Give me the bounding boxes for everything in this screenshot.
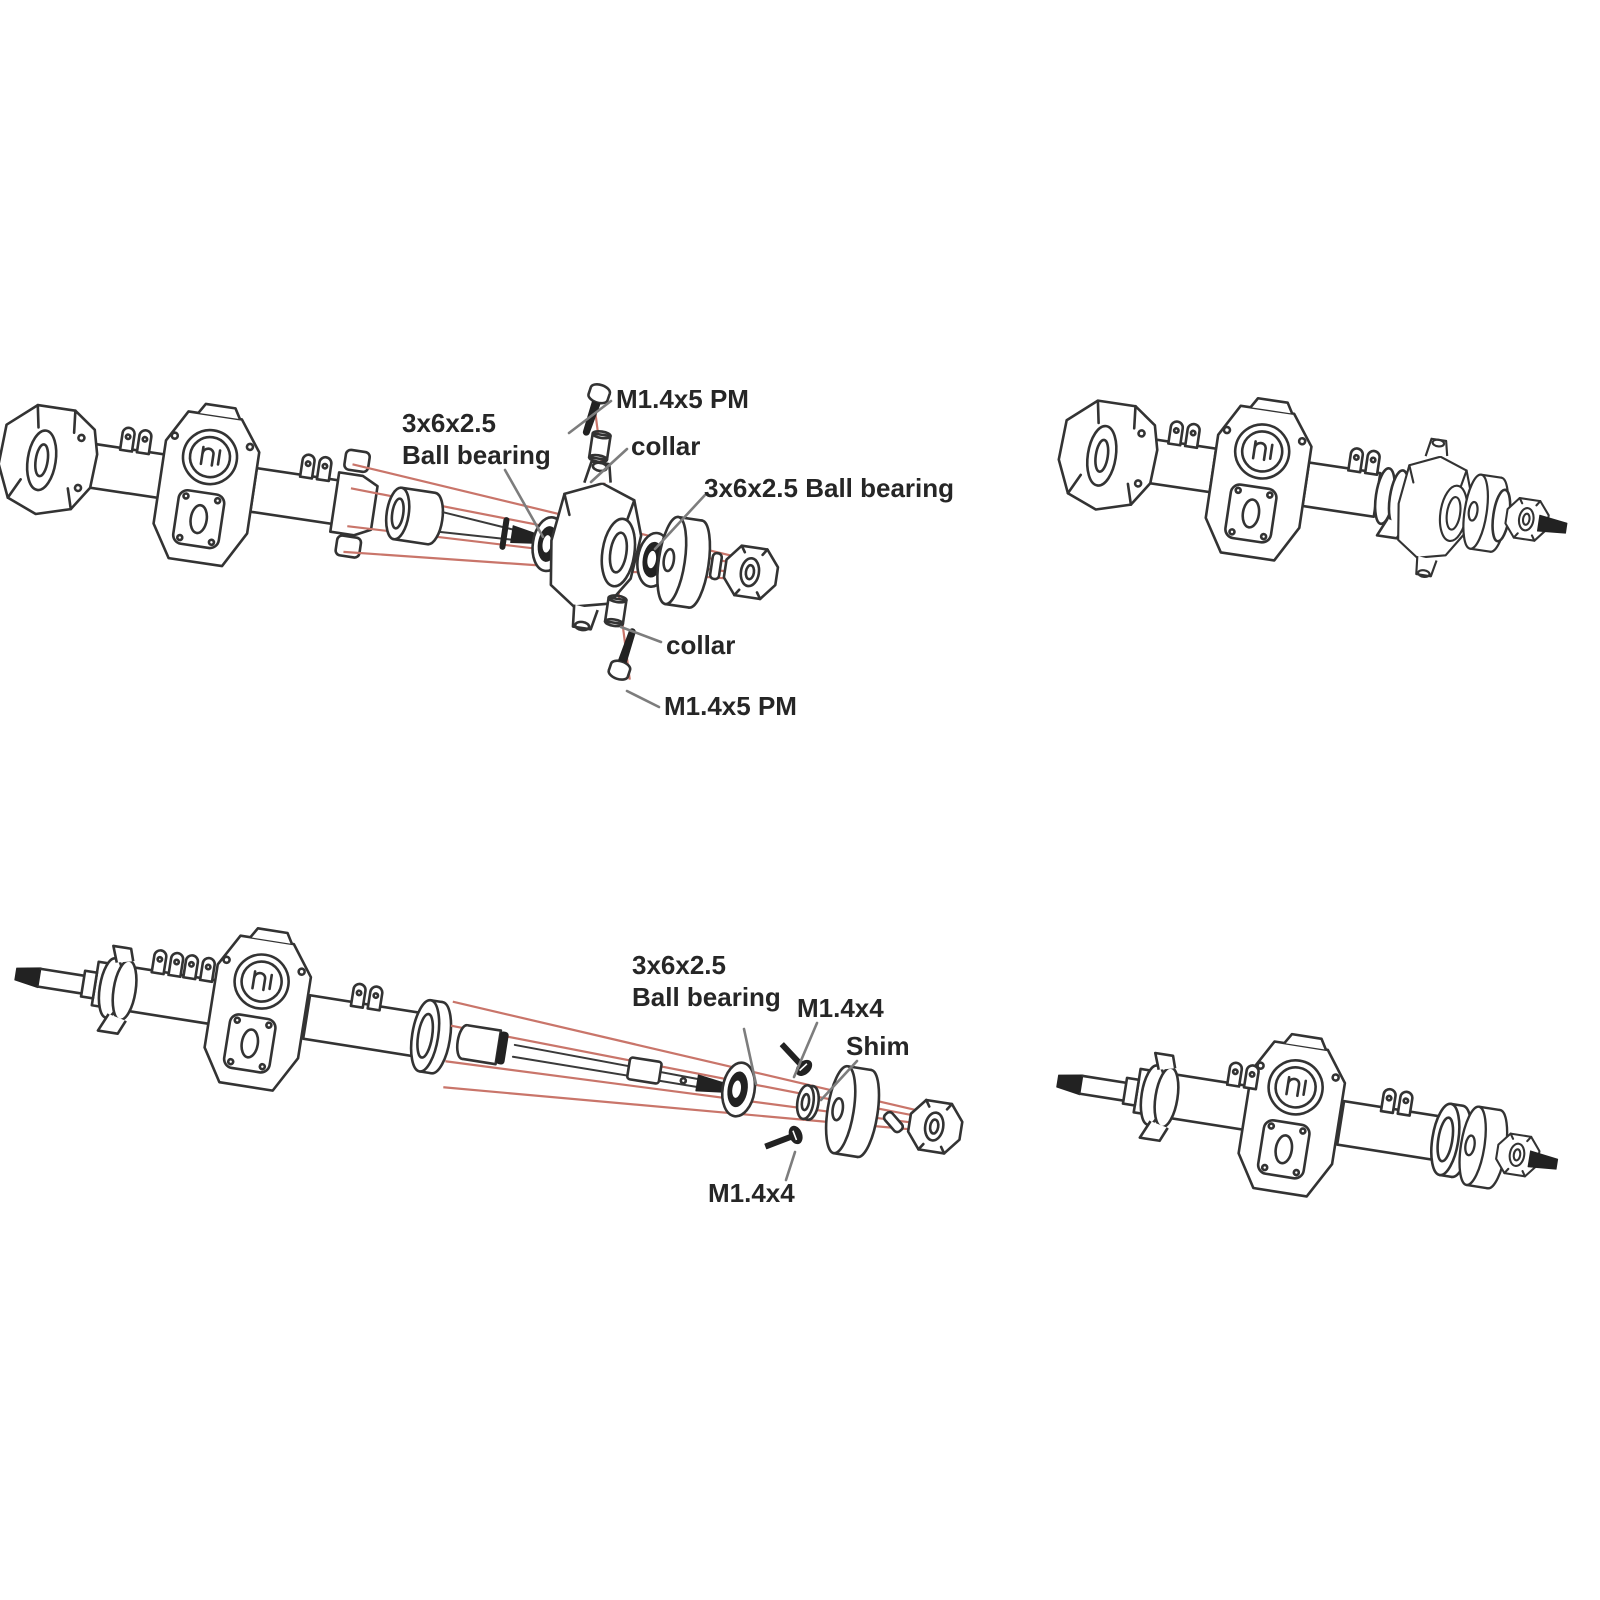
link-mount bbox=[1379, 1087, 1415, 1117]
diff-housing bbox=[147, 397, 267, 571]
tube-flange bbox=[405, 996, 457, 1077]
leader-lines bbox=[503, 399, 859, 1182]
figure-front-axle-assembled bbox=[1050, 391, 1568, 584]
label-front-screw-top: M1.4x5 PM bbox=[616, 384, 749, 414]
axle-tube bbox=[301, 993, 428, 1059]
link-mount bbox=[150, 948, 186, 979]
link-mount bbox=[1347, 446, 1382, 476]
label-rear-screw-bottom: M1.4x4 bbox=[708, 1178, 795, 1208]
portal-hub bbox=[1050, 394, 1165, 519]
portal-hub bbox=[0, 399, 105, 523]
diff-housing bbox=[198, 921, 319, 1096]
link-mount bbox=[1167, 419, 1202, 450]
axle-shaft-end bbox=[7, 930, 144, 1037]
hex-nut bbox=[904, 1096, 967, 1157]
figure-rear-axle-assembled bbox=[1049, 1027, 1559, 1201]
link-mount bbox=[298, 452, 334, 483]
diff-housing bbox=[1232, 1027, 1353, 1201]
label-front-collar-bottom: collar bbox=[666, 630, 736, 660]
figure-rear-axle-exploded bbox=[7, 921, 967, 1161]
shim-washer bbox=[793, 1082, 823, 1123]
label-front-collar-top: collar bbox=[631, 431, 701, 461]
outdrive-cup bbox=[455, 1023, 509, 1066]
collar-part bbox=[587, 428, 613, 465]
driveshaft bbox=[438, 511, 539, 550]
pin bbox=[708, 551, 724, 581]
outdrive-cup bbox=[384, 486, 445, 546]
label-rear-bearing: 3x6x2.5 Ball bearing bbox=[632, 950, 781, 1012]
label-front-bearing-right: 3x6x2.5 Ball bearing bbox=[704, 473, 955, 503]
axle-stub bbox=[1527, 1150, 1559, 1170]
collar-part bbox=[603, 593, 629, 629]
kingpin-screw bbox=[574, 380, 613, 440]
label-front-bearing-left: 3x6x2.5 Ball bearing bbox=[402, 408, 551, 470]
label-rear-shim: Shim bbox=[846, 1031, 910, 1061]
axle-shaft-end bbox=[1049, 1037, 1186, 1144]
screw bbox=[761, 1123, 806, 1156]
figure-front-axle-exploded bbox=[0, 380, 782, 684]
axle-stub bbox=[1536, 514, 1568, 534]
label-front-screw-bottom: M1.4x5 PM bbox=[664, 691, 797, 721]
link-mount bbox=[118, 425, 154, 456]
label-rear-screw-top: M1.4x4 bbox=[797, 993, 884, 1023]
pin bbox=[882, 1110, 905, 1134]
link-mount bbox=[349, 981, 385, 1012]
wheel-hub bbox=[819, 1062, 886, 1161]
link-mount bbox=[1225, 1060, 1261, 1091]
wheel-hub bbox=[651, 513, 717, 611]
hex-nut bbox=[720, 542, 782, 603]
link-mount bbox=[182, 953, 217, 984]
axle-shaft bbox=[511, 1043, 726, 1093]
diff-housing bbox=[1199, 391, 1319, 565]
steering-knuckle bbox=[537, 456, 653, 638]
